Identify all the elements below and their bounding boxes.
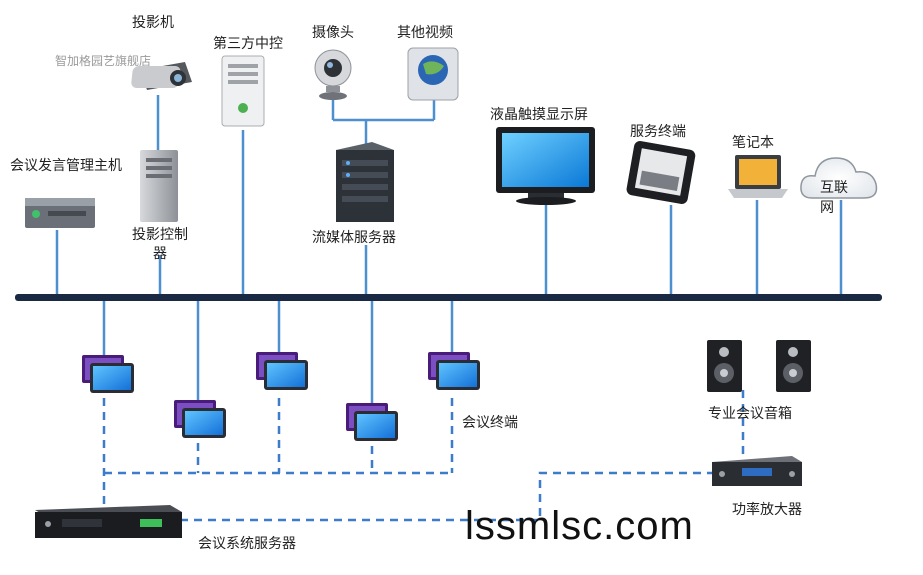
- camera-icon: [314, 49, 352, 100]
- lcd-display-icon: [496, 127, 595, 205]
- service-terminal-icon: [626, 140, 696, 205]
- conference-server-icon: [35, 505, 182, 538]
- label-projector: 投影机: [132, 15, 174, 31]
- projector-controller-icon: [140, 150, 178, 222]
- label-internet: 互联网: [820, 180, 848, 216]
- top-links: [55, 95, 843, 297]
- conference-host-icon: [25, 198, 95, 228]
- label-conference-terminal: 会议终端: [462, 415, 518, 431]
- internet-cloud-icon: [800, 157, 878, 199]
- label-conference-speaker: 专业会议音箱: [708, 406, 792, 422]
- streaming-server-icon: [336, 142, 394, 222]
- label-conference-server: 会议系统服务器: [198, 536, 296, 552]
- site-text: lssmlsc.com: [465, 504, 694, 548]
- speaker-left-icon: [707, 340, 742, 392]
- third-party-control-icon: [221, 55, 265, 127]
- dashed-links: [102, 390, 745, 522]
- terminal-5: [428, 352, 480, 390]
- label-camera: 摄像头: [312, 25, 354, 41]
- projector-icon: [131, 62, 192, 90]
- bottom-links: [102, 301, 454, 408]
- label-service-terminal: 服务终端: [630, 124, 686, 140]
- power-amplifier-icon: [712, 456, 802, 486]
- label-projector-controller: 投影控制器: [132, 227, 188, 262]
- watermark-text: 智加格园艺旗舰店: [55, 54, 152, 68]
- label-other-video: 其他视频: [397, 25, 453, 41]
- terminal-3: [256, 352, 308, 390]
- other-video-icon: [407, 47, 459, 101]
- label-third-party-control: 第三方中控: [213, 36, 283, 52]
- label-lcd-touch-display: 液晶触摸显示屏: [490, 107, 588, 123]
- terminal-2: [174, 400, 226, 438]
- network-bus: [15, 294, 882, 301]
- terminal-4: [346, 403, 398, 441]
- label-power-amplifier: 功率放大器: [732, 502, 802, 518]
- speaker-right-icon: [776, 340, 811, 392]
- label-laptop: 笔记本: [732, 135, 774, 151]
- label-streaming-server: 流媒体服务器: [312, 230, 396, 246]
- terminal-1: [82, 355, 134, 393]
- laptop-icon: [728, 155, 788, 198]
- label-conference-host: 会议发言管理主机: [10, 158, 122, 174]
- conference-terminals: [82, 352, 480, 441]
